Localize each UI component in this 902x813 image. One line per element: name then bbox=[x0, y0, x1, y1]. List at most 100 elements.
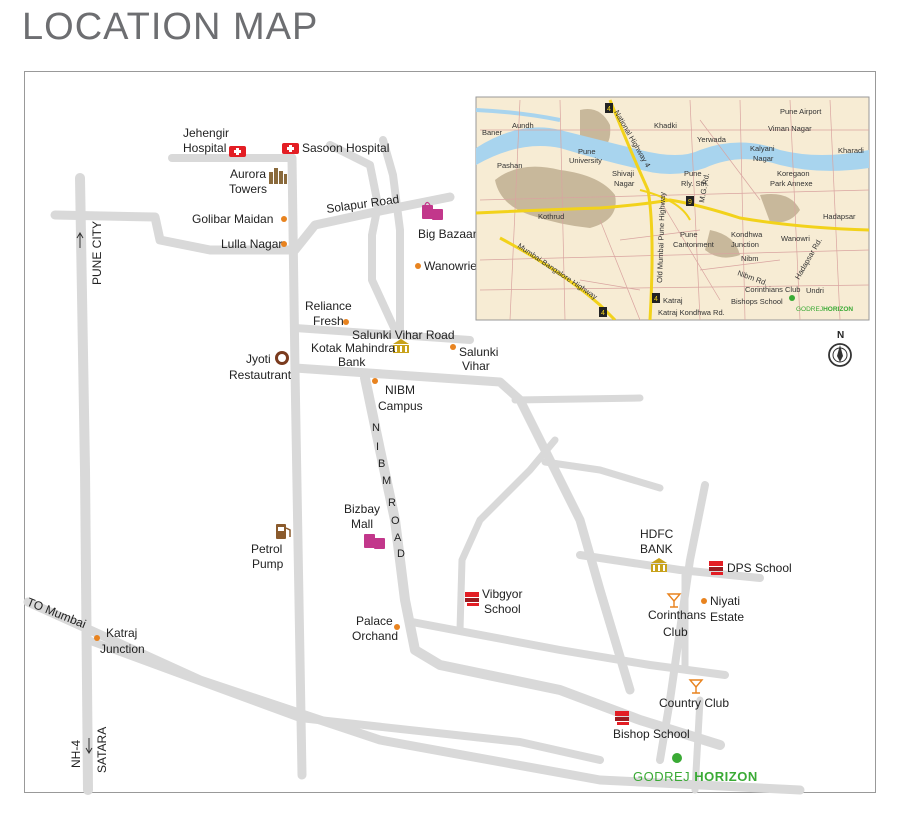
south-arrow-icon bbox=[85, 738, 93, 754]
marker-dot bbox=[372, 378, 378, 384]
map-frame bbox=[24, 71, 876, 793]
svg-text:N: N bbox=[837, 330, 844, 341]
svg-text:4: 4 bbox=[654, 296, 658, 303]
inset-city-map: 4 9 4 4 Aundh Khadki Baner Pune Airport … bbox=[475, 96, 870, 321]
svg-text:Nagar: Nagar bbox=[753, 154, 774, 163]
svg-text:Pune Airport: Pune Airport bbox=[780, 107, 822, 116]
label-bishop: Bishop School bbox=[613, 727, 690, 741]
svg-text:Bishops School: Bishops School bbox=[731, 297, 783, 306]
svg-text:M: M bbox=[382, 475, 391, 487]
label-big-bazaar: Big Bazaar bbox=[418, 227, 477, 241]
label-katraj: Katraj bbox=[106, 626, 137, 640]
svg-text:Khadki: Khadki bbox=[654, 121, 677, 130]
marker-dot bbox=[281, 216, 287, 222]
shopping-bag-icon bbox=[422, 201, 443, 220]
north-arrow-icon bbox=[76, 232, 84, 248]
svg-text:Corinthians Club: Corinthians Club bbox=[745, 285, 800, 294]
svg-text:Kharadi: Kharadi bbox=[838, 146, 864, 155]
svg-text:I: I bbox=[376, 441, 379, 453]
label-niyati-2: Estate bbox=[710, 610, 744, 624]
svg-text:R: R bbox=[388, 497, 396, 509]
marker-dot bbox=[343, 319, 349, 325]
svg-text:Old Mumbai Pune Highway: Old Mumbai Pune Highway bbox=[655, 192, 667, 283]
shopping-bag-icon bbox=[364, 534, 385, 549]
marker-dot bbox=[281, 241, 287, 247]
road-label-to-mumbai: TO Mumbai bbox=[25, 595, 88, 631]
label-aurora: Aurora bbox=[230, 167, 266, 181]
bank-icon bbox=[393, 339, 409, 353]
label-aurora-2: Towers bbox=[229, 182, 267, 196]
label-jyoti: Jyoti bbox=[246, 352, 271, 366]
label-bizbay: Bizbay bbox=[344, 502, 380, 516]
svg-text:Kondhwa: Kondhwa bbox=[731, 230, 763, 239]
label-vibgyor-2: School bbox=[484, 602, 521, 616]
label-petrol: Petrol bbox=[251, 542, 282, 556]
svg-text:Pune: Pune bbox=[684, 169, 702, 178]
marker-dot bbox=[94, 635, 100, 641]
svg-text:D: D bbox=[397, 548, 405, 560]
inset-highway-shield-icon: 4 9 4 4 bbox=[599, 103, 694, 317]
svg-text:Kothrud: Kothrud bbox=[538, 212, 564, 221]
svg-text:Katraj: Katraj bbox=[663, 296, 683, 305]
svg-text:Koregaon: Koregaon bbox=[777, 169, 810, 178]
label-kotak-2: Bank bbox=[338, 355, 366, 369]
svg-text:Park Annexe: Park Annexe bbox=[770, 179, 813, 188]
svg-text:Nagar: Nagar bbox=[614, 179, 635, 188]
label-petrol-2: Pump bbox=[252, 557, 284, 571]
svg-text:Pune: Pune bbox=[578, 147, 596, 156]
marker-dot bbox=[394, 624, 400, 630]
svg-text:O: O bbox=[391, 515, 400, 527]
svg-text:University: University bbox=[569, 156, 602, 165]
svg-text:Katraj Kondhwa Rd.: Katraj Kondhwa Rd. bbox=[658, 308, 725, 317]
restaurant-icon bbox=[275, 351, 289, 365]
label-jyoti-2: Restautrant bbox=[229, 368, 292, 382]
svg-text:Undri: Undri bbox=[806, 286, 824, 295]
svg-text:Rly. Stn.: Rly. Stn. bbox=[681, 179, 709, 188]
page-title: LOCATION MAP bbox=[22, 6, 319, 48]
towers-icon bbox=[269, 168, 287, 184]
label-nibm: NIBM bbox=[385, 383, 415, 397]
svg-text:Yerwada: Yerwada bbox=[697, 135, 727, 144]
label-jehengir: Jehengir bbox=[183, 126, 229, 140]
label-golibar: Golibar Maidan bbox=[192, 212, 273, 226]
road-label-nh4: NH-4 bbox=[69, 740, 83, 768]
road-label-nibm-road: N I B M R O A D bbox=[372, 422, 405, 560]
label-corinthans-2: Club bbox=[663, 625, 688, 639]
label-bizbay-2: Mall bbox=[351, 517, 373, 531]
place-labels: Jehengir Hospital Sasoon Hospital Aurora… bbox=[100, 126, 792, 741]
label-kotak: Kotak Mahindra bbox=[311, 341, 395, 355]
svg-text:Baner: Baner bbox=[482, 128, 503, 137]
marker-dot bbox=[415, 263, 421, 269]
svg-text:Shivaji: Shivaji bbox=[612, 169, 634, 178]
svg-text:Junction: Junction bbox=[731, 240, 759, 249]
place-markers bbox=[94, 216, 707, 641]
road-label-satara: SATARA bbox=[95, 727, 109, 773]
hospital-icon bbox=[229, 146, 246, 157]
label-katraj-2: Junction bbox=[100, 642, 145, 656]
cocktail-icon bbox=[666, 593, 682, 608]
label-nibm-2: Campus bbox=[378, 399, 423, 413]
label-palace: Palace bbox=[356, 614, 393, 628]
marker-dot bbox=[701, 598, 707, 604]
godrej-horizon-leaf-icon bbox=[672, 753, 682, 763]
svg-text:Hadapsar: Hadapsar bbox=[823, 212, 856, 221]
label-hdfc: HDFC bbox=[640, 527, 674, 541]
label-country-club: Country Club bbox=[659, 696, 729, 710]
label-lulla: Lulla Nagar bbox=[221, 237, 282, 251]
school-icon bbox=[709, 561, 723, 575]
svg-text:4: 4 bbox=[601, 310, 605, 317]
label-salunki: Salunki bbox=[459, 345, 498, 359]
svg-text:4: 4 bbox=[607, 106, 611, 113]
svg-text:Pashan: Pashan bbox=[497, 161, 522, 170]
svg-text:Aundh: Aundh bbox=[512, 121, 534, 130]
godrej-horizon-logo: GODREJ HORIZON bbox=[633, 769, 758, 784]
road-label-pune-city: PUNE CITY bbox=[90, 221, 104, 285]
svg-text:Viman Nagar: Viman Nagar bbox=[768, 124, 812, 133]
label-reliance-2: Fresh bbox=[313, 314, 344, 328]
label-vibgyor: Vibgyor bbox=[482, 587, 522, 601]
svg-text:Kalyani: Kalyani bbox=[750, 144, 775, 153]
inset-godrej-marker-icon bbox=[789, 295, 795, 301]
svg-text:A: A bbox=[394, 532, 402, 544]
label-sassoon: Sasoon Hospital bbox=[302, 141, 389, 155]
